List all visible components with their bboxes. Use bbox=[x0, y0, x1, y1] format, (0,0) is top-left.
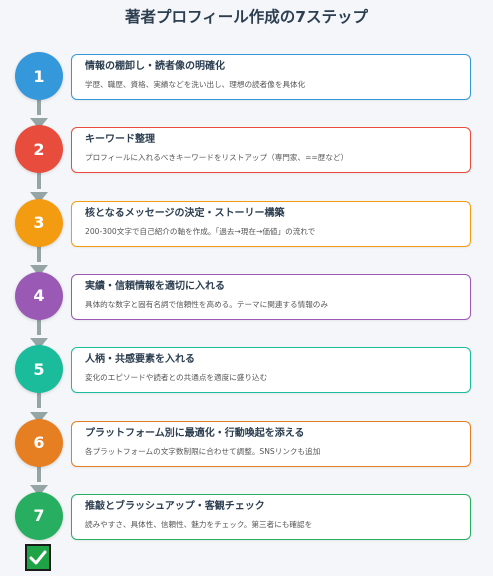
step-description: 学歴、職歴、資格、実績などを洗い出し、理想の読者像を具体化 bbox=[85, 80, 306, 89]
step-number-circle: 2 bbox=[15, 125, 63, 174]
step-connector bbox=[37, 171, 41, 189]
step-card: 推敲とブラッシュアップ・客観チェック読みやすさ、具体性、信頼性、魅力をチェック。… bbox=[71, 493, 471, 540]
step-connector bbox=[37, 317, 41, 336]
step-number-circle: 6 bbox=[15, 418, 63, 467]
step-number-circle: 7 bbox=[15, 491, 63, 540]
step-description: 各プラットフォームの文字数制限に合わせて調整。SNSリンクも追加 bbox=[85, 446, 321, 456]
check-mark-icon bbox=[25, 544, 51, 571]
step-number-circle: 1 bbox=[15, 52, 63, 100]
step-number-circle: 5 bbox=[15, 345, 63, 394]
step-card: キーワード整理プロフィールに入れるべきキーワードをリストアップ（専門家、==歴な… bbox=[71, 127, 471, 174]
arrow-down-icon bbox=[30, 411, 48, 423]
step-number-circle: 4 bbox=[15, 271, 63, 320]
step-card: 核となるメッセージの決定・ストーリー構築 200-300文字で自己紹介の軸を作成。… bbox=[71, 200, 471, 247]
step-connector bbox=[37, 464, 41, 482]
step-description: 具体的な数字と固有名詞で信頼性を高める。テーマに関連する情報のみ bbox=[85, 299, 328, 309]
step-connector bbox=[37, 244, 41, 262]
step-description: 読みやすさ、具体性、信頼性、魅力をチェック。第三者にも確認を bbox=[85, 519, 313, 529]
step-number-circle: 3 bbox=[15, 198, 63, 247]
step-title: キーワード整理 bbox=[85, 134, 155, 146]
step-title: 情報の棚卸し・読者像の明確化 bbox=[85, 61, 225, 72]
step-title: 実績・信頼情報を適切に入れる bbox=[85, 280, 225, 292]
step-title: 推敲とブラッシュアップ・客観チェック bbox=[85, 500, 265, 512]
step-description: プロフィールに入れるべきキーワードをリストアップ（専門家、==歴など） bbox=[85, 153, 349, 163]
step-card: 実績・信頼情報を適切に入れる具体的な数字と固有名詞で信頼性を高める。テーマに関連… bbox=[71, 273, 471, 320]
step-title: 人柄・共感要素を入れる bbox=[85, 354, 195, 366]
step-description: 200-300文字で自己紹介の軸を作成。「過去→現在→価値」の流れで bbox=[85, 226, 316, 236]
step-title: 核となるメッセージの決定・ストーリー構築 bbox=[85, 207, 285, 219]
arrow-down-icon bbox=[30, 484, 48, 496]
step-card: プラットフォーム別に最適化・行動喚起を添える各プラットフォームの文字数制限に合わ… bbox=[71, 420, 471, 467]
arrow-down-icon bbox=[30, 338, 48, 350]
step-connector bbox=[37, 391, 41, 409]
arrow-down-icon bbox=[30, 118, 48, 130]
step-card: 情報の棚卸し・読者像の明確化学歴、職歴、資格、実績などを洗い出し、理想の読者像を… bbox=[71, 54, 471, 100]
step-card: 人柄・共感要素を入れる変化のエピソードや読者との共通点を適度に盛り込む bbox=[71, 347, 471, 394]
arrow-down-icon bbox=[30, 191, 48, 203]
page-title: 著者プロフィール作成の7ステップ bbox=[125, 8, 368, 26]
step-title: プラットフォーム別に最適化・行動喚起を添える bbox=[85, 427, 305, 439]
step-connector bbox=[37, 98, 41, 116]
arrow-down-icon bbox=[30, 264, 48, 276]
step-description: 変化のエピソードや読者との共通点を適度に盛り込む bbox=[85, 373, 268, 383]
